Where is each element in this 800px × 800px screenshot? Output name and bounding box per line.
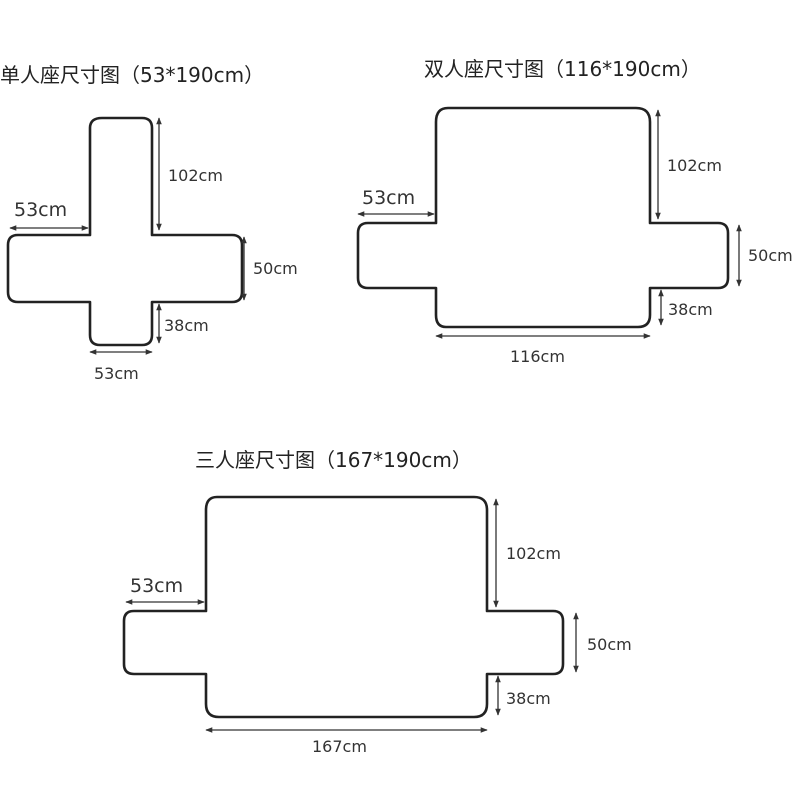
triple-seat-bottom-dim-label: 38cm (506, 689, 551, 708)
double-seat-width-dim-label: 116cm (510, 347, 565, 366)
single-seat-side-dim-label: 53cm (14, 199, 67, 221)
single-seat-top-dim-label: 102cm (168, 166, 223, 185)
single-seat-bottom-dim-label: 38cm (164, 316, 209, 335)
triple-seat-side-dim-label: 53cm (130, 575, 183, 597)
triple-seat-outline (122, 495, 565, 719)
single-seat-arm-dim-label: 50cm (253, 259, 298, 278)
single-seat-outline (6, 116, 244, 347)
single-seat-diagram: 单人座尺寸图（53*190cm） 102cm 53cm 50cm 38cm 53… (0, 63, 298, 383)
triple-seat-width-dim-label: 167cm (312, 737, 367, 756)
single-seat-title: 单人座尺寸图（53*190cm） (0, 63, 264, 87)
double-seat-side-dim-label: 53cm (362, 187, 415, 209)
triple-seat-diagram: 三人座尺寸图（167*190cm） 102cm 53cm 50cm 38cm 1… (122, 448, 632, 756)
double-seat-diagram: 双人座尺寸图（116*190cm） 102cm 53cm 50cm 38cm 1… (356, 57, 793, 366)
single-seat-width-dim-label: 53cm (94, 364, 139, 383)
triple-seat-title: 三人座尺寸图（167*190cm） (195, 448, 472, 472)
triple-seat-top-dim-label: 102cm (506, 544, 561, 563)
triple-seat-arm-dim-label: 50cm (587, 635, 632, 654)
double-seat-bottom-dim-label: 38cm (668, 300, 713, 319)
double-seat-top-dim-label: 102cm (667, 156, 722, 175)
double-seat-outline (356, 106, 730, 329)
double-seat-arm-dim-label: 50cm (748, 246, 793, 265)
double-seat-title: 双人座尺寸图（116*190cm） (424, 57, 701, 81)
